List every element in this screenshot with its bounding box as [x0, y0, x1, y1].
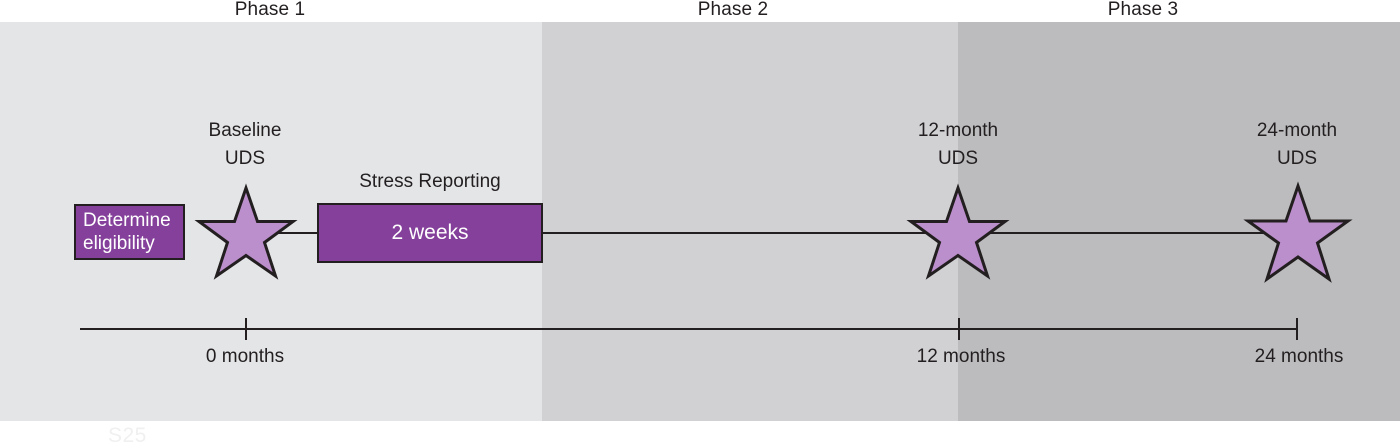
phase-label-2: Phase 2 — [697, 0, 769, 20]
watermark-text: S25 — [108, 424, 147, 447]
stress-reporting-box: 2 weeks — [317, 203, 543, 263]
twelve-month-uds-line-1: 12-month — [917, 120, 999, 141]
twentyfour-month-uds-line-2: UDS — [1276, 147, 1318, 169]
phase-band-2 — [542, 22, 958, 421]
baseline-uds-line-1: Baseline — [208, 120, 282, 141]
eligibility-line-1: Determine — [83, 209, 171, 231]
twentyfour-month-uds-star-icon — [1243, 181, 1353, 283]
twelve-month-uds-caption: 12-month UDS — [918, 117, 998, 172]
baseline-uds-line-2: UDS — [224, 147, 266, 169]
timeline-axis-line — [80, 328, 1298, 330]
twelve-month-uds-line-2: UDS — [937, 147, 979, 169]
axis-label-24-months: 24 months — [1254, 346, 1344, 367]
eligibility-line-2: eligibility — [83, 233, 155, 254]
axis-tick-12-months — [958, 318, 960, 340]
axis-label-12-months: 12 months — [916, 346, 1006, 367]
twelve-month-uds-star-icon — [906, 183, 1010, 280]
twentyfour-month-uds-caption: 24-month UDS — [1257, 117, 1337, 172]
stress-reporting-caption: Stress Reporting — [359, 171, 501, 192]
phase-label-1: Phase 1 — [234, 0, 306, 20]
stress-duration-label: 2 weeks — [391, 221, 469, 245]
baseline-uds-caption: Baseline UDS — [209, 117, 282, 172]
baseline-uds-star-icon — [194, 183, 298, 280]
phase-label-3: Phase 3 — [1107, 0, 1179, 20]
connector-line-left — [246, 232, 320, 234]
axis-tick-24-months — [1296, 318, 1298, 340]
twentyfour-month-uds-line-1: 24-month — [1256, 120, 1338, 141]
determine-eligibility-box: Determine eligibility — [74, 204, 185, 260]
axis-tick-0-months — [245, 318, 247, 340]
axis-label-0-months: 0 months — [205, 346, 285, 367]
connector-line-right — [540, 232, 1300, 234]
